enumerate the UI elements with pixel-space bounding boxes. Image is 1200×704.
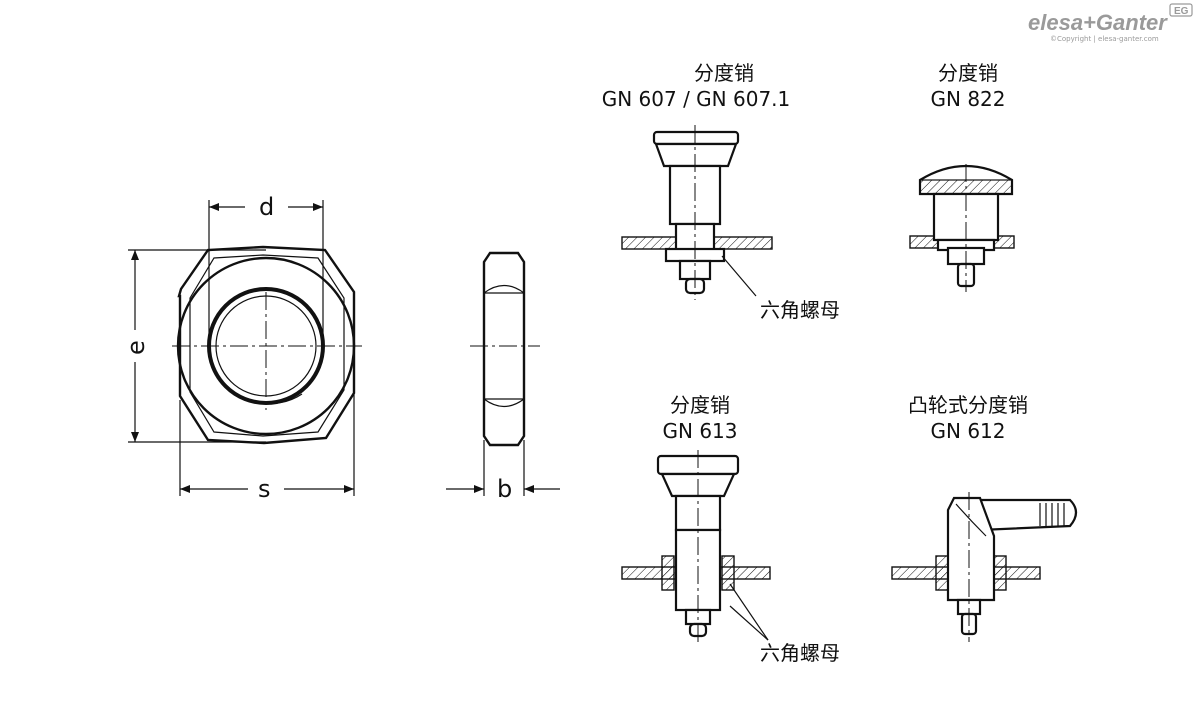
pin-gn612-cam-curve [955, 503, 987, 537]
pin-gn613-title: 分度销 [670, 393, 730, 417]
hex-chamfer-outline [189, 254, 345, 437]
pin-gn607-title: 分度销 [694, 61, 754, 85]
pin-gn613-leader-1 [729, 583, 769, 641]
pin-gn607: 分度销 GN 607 / GN 607.1 六角螺母 [602, 61, 840, 322]
brand-name: elesa+Ganter [1028, 10, 1168, 35]
side-chamfer-top [483, 284, 525, 294]
hex-nut-callout-bottom: 六角螺母 [760, 641, 840, 665]
pin-gn607-leader [721, 255, 757, 297]
brand-badge: EG [1174, 6, 1189, 17]
hex-nut-callout-top: 六角螺母 [760, 298, 840, 322]
pin-gn822-title: 分度销 [938, 61, 998, 85]
pin-gn612-nut-right [993, 555, 1007, 591]
pin-gn613-model: GN 613 [663, 419, 738, 443]
pin-gn822-model: GN 822 [931, 87, 1006, 111]
pin-gn607-model: GN 607 / GN 607.1 [602, 87, 791, 111]
pin-gn612-model: GN 612 [931, 419, 1006, 443]
pin-gn613-leader-2 [729, 605, 769, 641]
brand-copyright: ©Copyright | elesa-ganter.com [1050, 35, 1159, 43]
dim-b-label: b [497, 475, 512, 503]
pin-gn613: 分度销 GN 613 六角螺母 [621, 393, 840, 665]
badge-frame [1169, 3, 1193, 17]
pin-gn612: 凸轮式分度销 GN 612 [891, 393, 1078, 642]
pin-gn612-title: 凸轮式分度销 [908, 393, 1028, 417]
dim-e-label: e [122, 340, 150, 355]
pin-gn613-nut-left [661, 555, 675, 591]
pin-gn607-knob [654, 142, 738, 168]
pin-gn607-knob-knurl [652, 130, 740, 146]
brand-logo: elesa+Ganter EG ©Copyright | elesa-gante… [1028, 3, 1193, 43]
dim-d-label: d [259, 193, 274, 221]
hex-nut-side-view: b [446, 251, 560, 503]
side-outline [482, 251, 526, 447]
pin-gn612-nut-left [935, 555, 949, 591]
dim-s-label: s [258, 475, 271, 503]
pin-gn822: 分度销 GN 822 [909, 61, 1015, 292]
thread-arc [257, 393, 303, 405]
side-chamfer-bottom [483, 398, 525, 408]
hex-nut-front-view: d e s [122, 193, 362, 503]
pin-gn612-cam-body [946, 496, 996, 602]
pin-gn613-nut-right [721, 555, 735, 591]
